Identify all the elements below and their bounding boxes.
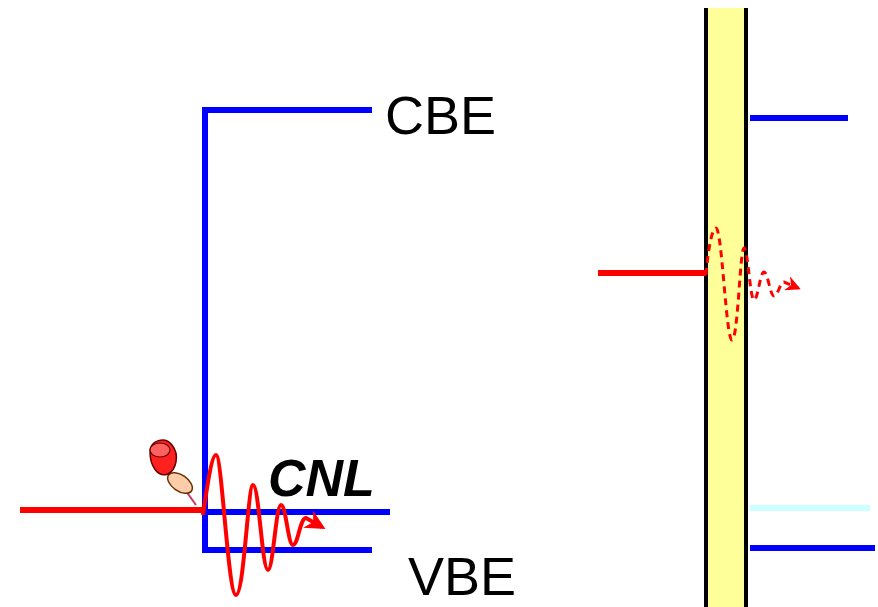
pushpin-icon: [150, 440, 196, 505]
decaying-wave: [706, 228, 798, 340]
conduction-edge: [750, 115, 848, 121]
cnl-level: [205, 509, 390, 515]
interface-line: [744, 8, 748, 607]
band-label: CBE: [385, 88, 496, 142]
band-label: VBE: [408, 549, 516, 603]
barrier-layer: [706, 8, 746, 607]
band-label: CNL: [268, 452, 375, 504]
cnl-level: [750, 505, 870, 511]
metal-level: [598, 270, 706, 276]
metal-level: [20, 507, 205, 513]
interface-line: [704, 8, 708, 607]
valence-edge: [750, 545, 875, 551]
